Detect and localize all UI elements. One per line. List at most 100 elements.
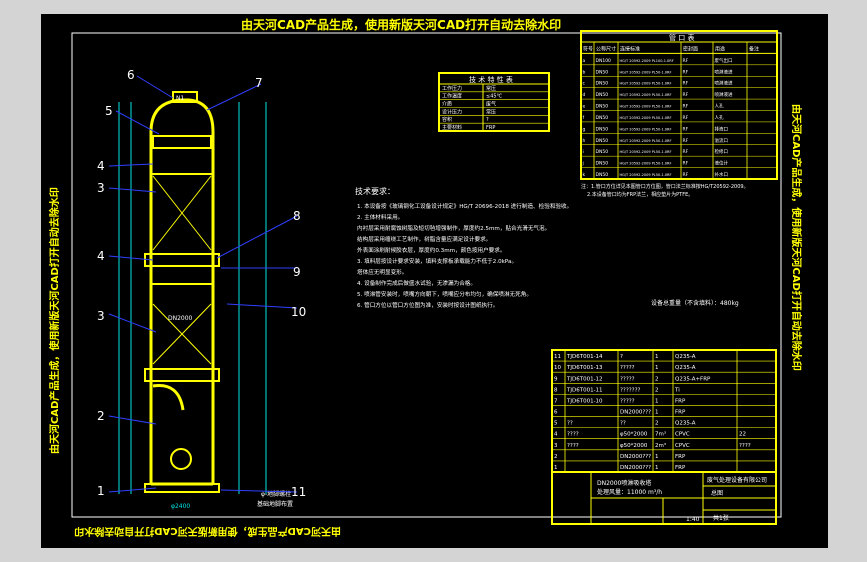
tech-row-label: 工作压力 (442, 85, 462, 92)
callout-7: 7 (255, 76, 263, 90)
bom-cell: DN2000??? (620, 465, 651, 471)
nozzle-cell: HG/T 20592-2009 PL50-1.0RF (620, 70, 672, 74)
bom-cell: ???? (567, 432, 579, 438)
nozzle-cell: b (583, 69, 586, 75)
nozzle-n1-label: N1 (176, 95, 184, 102)
bom-cell: 7m³ (655, 431, 666, 438)
callout-numbers: 1 2 3 3 4 4 5 6 7 8 9 10 11 (97, 68, 306, 499)
bom-cell: 6 (554, 410, 558, 416)
bom-cell: TJD6T001-11 (566, 387, 603, 393)
nozzle-cell: f (583, 115, 585, 121)
drawing-sheet: 由天河CAD产品生成，使用新版天河CAD打开自动去除水印 由天河CAD产品生成，… (48, 17, 803, 538)
nozzle-cell: 液位计 (715, 160, 729, 167)
note-line: 6. 管口方位以管口方位图为准，安装时按设计图纸执行。 (357, 301, 498, 309)
nozzle-cell: HG/T 20592-2009 PL50-1.0RF (620, 173, 672, 177)
nozzle-cell: 喷淋液进 (715, 91, 733, 98)
note-line: 外表面涂刷耐候胶衣层，厚度约0.3mm，颜色按用户要求。 (357, 246, 505, 254)
bom-cell: 5 (554, 421, 558, 427)
title-drawing-name: DN2000喷淋吸收塔 (597, 479, 651, 487)
nozzle-cell: 人孔 (715, 114, 724, 121)
tech-row-label: 工作温度 (442, 93, 462, 100)
nozzle-cell: e (583, 105, 586, 110)
note-line: 5. 喷淋管安装时，喷嘴方向朝下，喷嘴应分布均匀，确保喷淋无死角。 (357, 290, 532, 298)
tech-spec-table: 技 术 特 性 表 工作压力常压工作温度≤45℃介质废气设计压力常压容积?主要材… (438, 72, 550, 132)
tech-row-value: FRP (486, 125, 495, 131)
manhole-circle (170, 448, 192, 470)
tech-table-title: 技 术 特 性 表 (469, 75, 513, 84)
bom-cell: 8 (554, 387, 558, 393)
note-line: 2. 主体材料采用。 (357, 213, 403, 221)
nozzle-cell: RF (683, 115, 689, 121)
callout-5: 5 (105, 104, 113, 118)
tech-row-value: 常压 (486, 108, 496, 115)
nozzle-cell: 溢流口 (715, 137, 729, 144)
callout-6: 6 (127, 68, 135, 82)
nozzle-header: 密封面 (683, 45, 698, 52)
bom-cell: Q235-A (675, 365, 696, 371)
nozzle-cell: HG/T 20592-2009 PL50-1.0RF (620, 139, 672, 143)
title-sheet: 总图 (711, 489, 723, 497)
nozzle-cell: HG/T 20592-2009 PL50-1.0RF (620, 116, 672, 120)
nozzle-cell: c (583, 82, 586, 87)
nozzle-cell: 喷淋液进 (715, 68, 733, 75)
bom-cell: TJD6T001-14 (566, 354, 603, 360)
nozzle-cell: 人孔 (715, 103, 724, 110)
title-spec: 处理风量：11000 m³/h (597, 488, 662, 496)
tech-row-value: 常压 (486, 85, 496, 92)
nozzle-cell: DN50 (596, 69, 609, 75)
nozzle-cell: DN50 (596, 81, 609, 87)
demister-layer (152, 135, 212, 149)
bom-cell: DN2000??? (620, 410, 651, 416)
nozzle-cell: RF (683, 58, 689, 64)
nozzle-cell: 检修口 (715, 148, 729, 155)
nozzle-header: 公称尺寸 (596, 45, 616, 52)
nozzle-cell: HG/T 20592-2009 PL100-1.0RF (620, 59, 674, 63)
bom-cell: φ50*2000 (620, 432, 648, 438)
bom-cell: Q235-A+FRP (675, 376, 711, 382)
tower-top-head (149, 98, 215, 133)
nozzle-note-1: 注：1.管口方位详见本图管口方位图，管口法兰标准按HG/T20592-2009。 (581, 183, 749, 190)
note-line: 4. 设备制作完成后做盛水试验，无渗漏为合格。 (357, 279, 476, 287)
nozzle-cell: RF (683, 138, 689, 144)
nozzle-header: 备注 (749, 45, 759, 52)
bom-cell: FRP (675, 454, 686, 460)
nozzle-cell: a (583, 59, 586, 64)
title-scale: 1:40 (686, 516, 700, 523)
tech-row-value: ? (486, 117, 489, 123)
watermark-left: 由天河CAD产品生成，使用新版天河CAD打开自动去除水印 (48, 187, 61, 454)
nozzle-header: 符号 (583, 45, 593, 52)
nozzle-cell: HG/T 20592-2009 PL50-1.0RF (620, 82, 672, 86)
bom-cell: 1 (655, 410, 659, 416)
note-line: 内衬层采用耐腐蚀树脂及短切毡增强制作，厚度约2.5mm，贴合光滑无气泡。 (357, 224, 550, 232)
bom-cell: φ50*2000 (620, 443, 648, 449)
bom-cell: 1 (554, 465, 558, 471)
nozzle-cell: 排液口 (715, 125, 729, 132)
leader-lines (108, 75, 298, 493)
nozzle-cell: HG/T 20592-2009 PL50-1.0RF (620, 150, 672, 154)
bom-cell: 22 (739, 432, 746, 438)
bom-cell: ???? (567, 443, 579, 449)
bom-cell: ?? (620, 421, 626, 427)
nozzle-cell: RF (683, 69, 689, 75)
callout-4-lower: 4 (97, 249, 105, 263)
bom-cell: ????? (620, 398, 635, 404)
cad-drawing-canvas[interactable]: 由天河CAD产品生成，使用新版天河CAD打开自动去除水印 由天河CAD产品生成，… (41, 14, 828, 548)
spray-header-upper (144, 253, 220, 267)
bom-cell: DN2000??? (620, 454, 651, 460)
bom-cell: 1 (655, 398, 659, 404)
tower-dn-label: DN2000 (168, 315, 193, 322)
bom-cell: 7 (554, 398, 558, 404)
nozzle-table-title: 管 口 表 (669, 33, 694, 42)
tech-row-value: ≤45℃ (486, 94, 503, 100)
nozzle-cell: RF (683, 81, 689, 87)
nozzle-cell: RF (683, 172, 689, 178)
nozzle-cell: RF (683, 92, 689, 98)
nozzle-cell: RF (683, 149, 689, 155)
notes-lines: 1. 本设备按《玻璃钢化工设备设计规定》HG/T 20696-2018 进行制造… (357, 202, 572, 309)
callout-9: 9 (293, 265, 301, 279)
drawing-frame (71, 32, 782, 518)
nozzle-cell: 喷淋液进 (715, 80, 733, 87)
nozzle-cell: j (582, 161, 584, 167)
